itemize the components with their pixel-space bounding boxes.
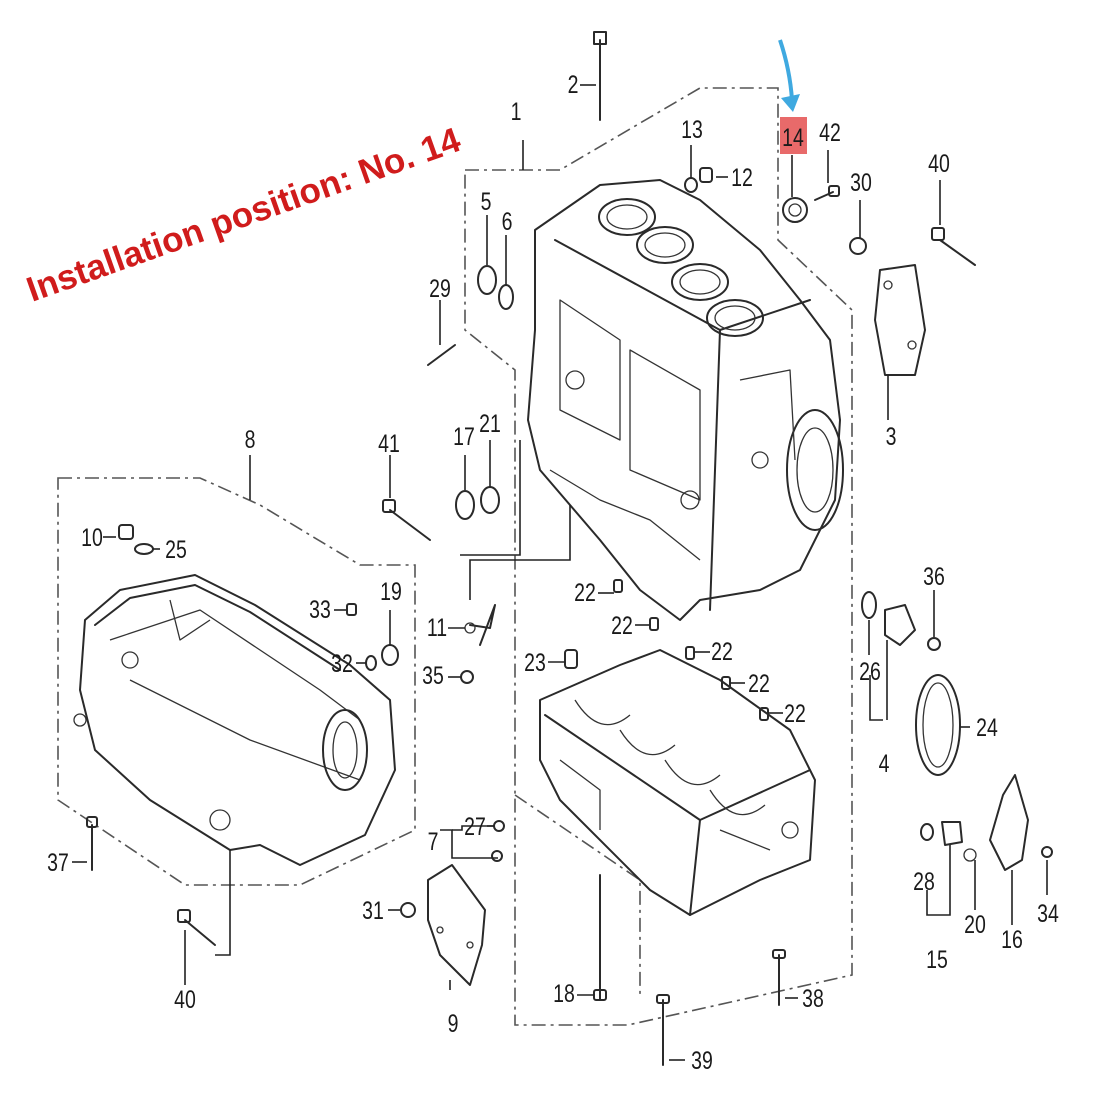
callout-6: 6 (502, 208, 513, 236)
callout-4: 4 (879, 750, 890, 778)
callout-23: 23 (524, 649, 546, 677)
callout-38: 38 (802, 985, 824, 1013)
callout-39: 39 (691, 1047, 713, 1075)
callout-40: 40 (174, 986, 196, 1014)
callout-17: 17 (453, 423, 475, 451)
callout-27: 27 (464, 813, 486, 841)
callout-25: 25 (165, 536, 187, 564)
part-14-plug (782, 197, 808, 223)
callout-18: 18 (553, 980, 575, 1008)
callout-9: 9 (448, 1010, 459, 1038)
callout-28: 28 (913, 868, 935, 896)
oil-pan-group-outline (57, 477, 416, 886)
callout-20: 20 (964, 911, 986, 939)
callout-12: 12 (731, 164, 753, 192)
callout-5: 5 (481, 188, 492, 216)
callout-22: 22 (711, 638, 733, 666)
installation-position-title: Installation position: No. 14 (22, 120, 466, 309)
callout-13: 13 (681, 116, 703, 144)
callout-11: 11 (427, 614, 447, 642)
callout-41: 41 (378, 430, 400, 458)
callout-34: 34 (1037, 900, 1059, 928)
callout-labels: 1 2 3 4 5 6 7 8 9 10 11 12 13 14 15 16 1… (47, 71, 1059, 1075)
callout-22: 22 (611, 612, 633, 640)
callout-21: 21 (479, 410, 501, 438)
callout-15: 15 (926, 946, 948, 974)
callout-8: 8 (245, 426, 256, 454)
callout-35: 35 (422, 662, 444, 690)
callout-14: 14 (782, 124, 804, 152)
cylinder-block (527, 179, 844, 621)
callout-37: 37 (47, 849, 69, 877)
callout-22: 22 (784, 700, 806, 728)
callout-2: 2 (568, 71, 579, 99)
callout-42: 42 (819, 119, 841, 147)
leader-lines (72, 84, 1048, 1061)
callout-7: 7 (428, 828, 439, 856)
callout-3: 3 (886, 423, 897, 451)
callout-29: 29 (429, 275, 451, 303)
callout-16: 16 (1001, 926, 1023, 954)
callout-33: 33 (309, 596, 331, 624)
callout-26: 26 (859, 658, 881, 686)
callout-32: 32 (331, 650, 353, 678)
callout-40: 40 (928, 150, 950, 178)
callout-22: 22 (574, 579, 596, 607)
callout-31: 31 (362, 897, 384, 925)
oil-pan (73, 574, 396, 866)
callout-10: 10 (81, 524, 103, 552)
group-outlines (57, 87, 853, 1026)
callout-22: 22 (748, 670, 770, 698)
callout-19: 19 (380, 578, 402, 606)
callout-24: 24 (976, 714, 998, 742)
callout-1: 1 (511, 98, 522, 126)
bolts (86, 227, 976, 1066)
crankcase-group-outline (514, 794, 641, 995)
callout-30: 30 (850, 169, 872, 197)
highlight-arrow (778, 39, 800, 112)
callout-36: 36 (923, 563, 945, 591)
block-group-outline (464, 87, 853, 1026)
part-14-highlight-box (780, 117, 807, 154)
lower-crankcase (539, 649, 816, 916)
